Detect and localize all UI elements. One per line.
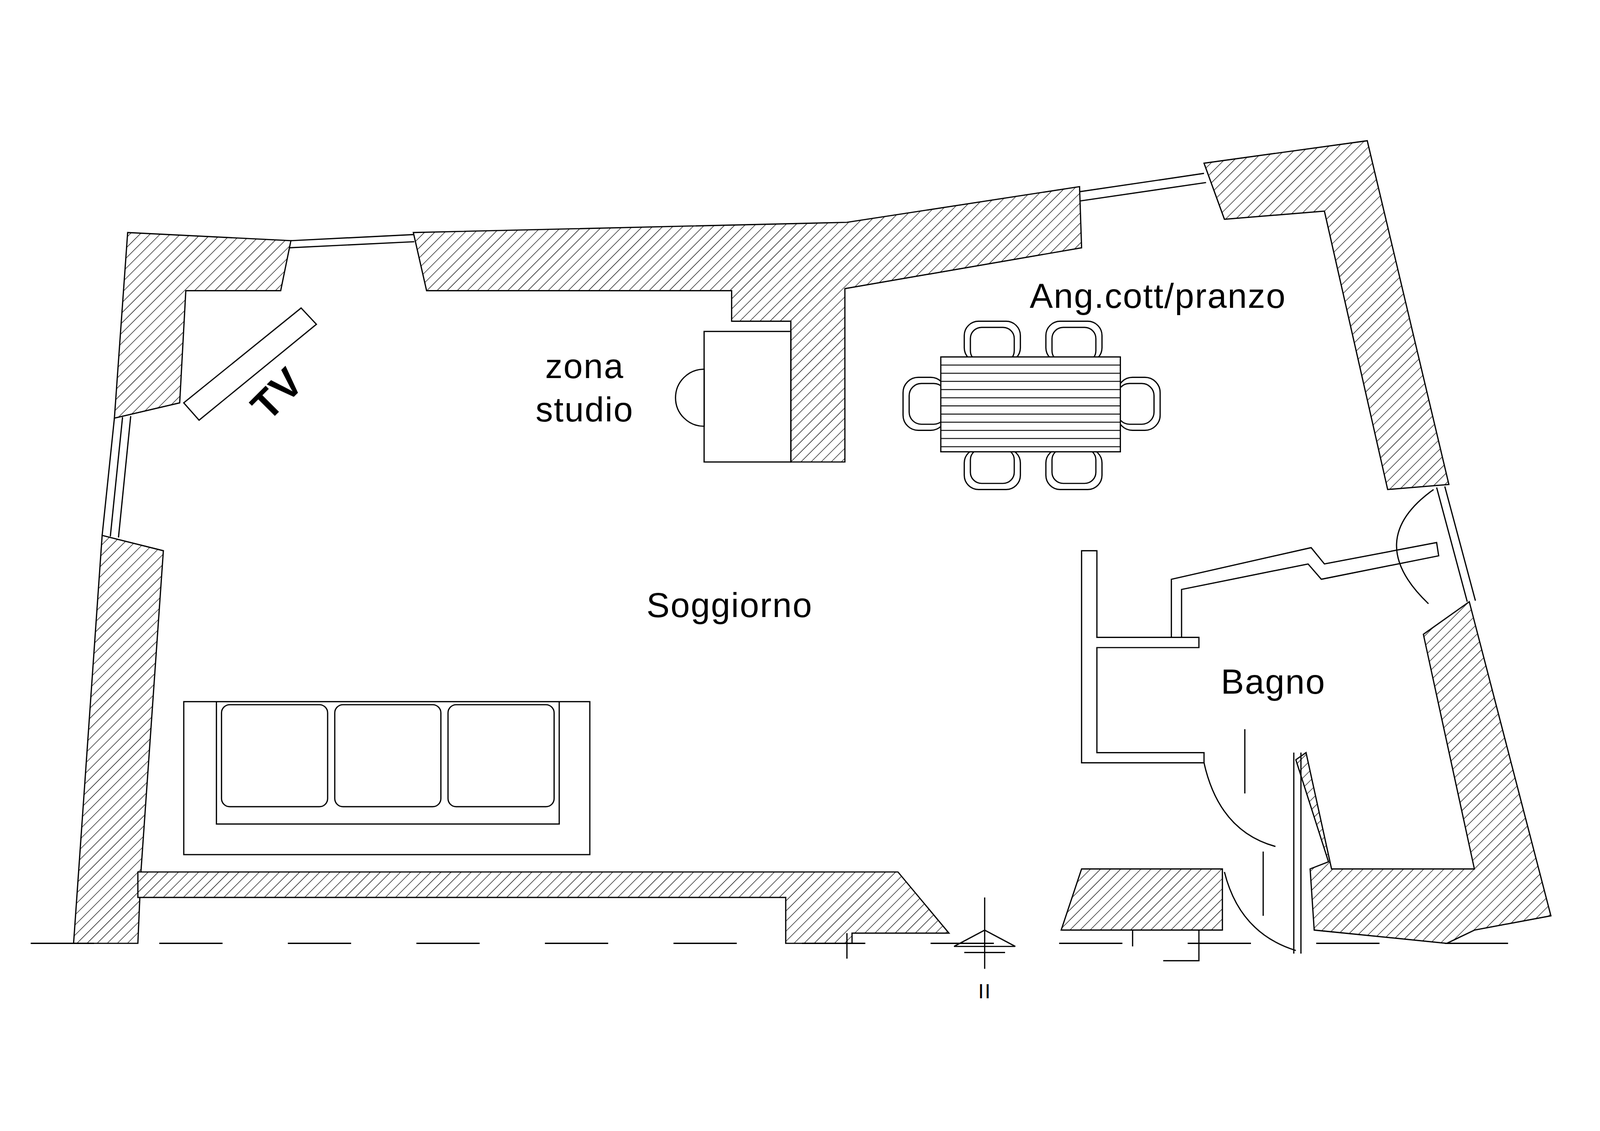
room-label: zona studio [518,344,652,432]
walls [73,140,1551,944]
section-line [30,943,1572,945]
section-mark [846,897,1199,970]
doors [1203,489,1434,954]
section-label: II [978,979,992,1005]
room-label: Ang.cott/pranzo [1029,274,1287,318]
room-label: Soggiorno [646,583,814,627]
partitions [1081,542,1439,764]
room-label: Bagno [1220,660,1326,704]
windows [102,173,1476,602]
furniture [183,307,1161,855]
